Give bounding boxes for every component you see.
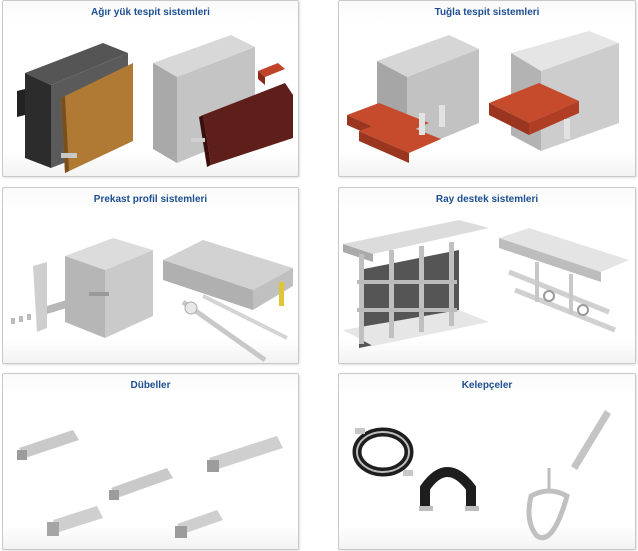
product-card-brick[interactable]: Tuğla tespit sistemleri xyxy=(338,0,636,177)
l-bracket xyxy=(33,262,47,332)
card-title[interactable]: Ray destek sistemleri xyxy=(435,194,539,205)
brick-illustration xyxy=(347,31,619,163)
heavy-load-illustration xyxy=(17,35,293,173)
red-panel xyxy=(203,83,293,165)
card-title[interactable]: Kelepçeler xyxy=(461,380,513,391)
slab xyxy=(163,240,293,290)
anchors-illustration xyxy=(17,430,283,538)
anchor-bolt xyxy=(175,510,223,538)
rail-channel xyxy=(499,228,629,272)
clamps-illustration xyxy=(352,410,611,541)
product-card-heavy-load[interactable]: Ağır yük tespit sistemleri xyxy=(2,0,299,177)
precast-illustration xyxy=(11,238,293,363)
product-card-rail-support[interactable]: Ray destek sistemleri xyxy=(338,187,636,364)
stone-top xyxy=(153,35,255,77)
bracket xyxy=(61,153,77,158)
hanger-clamp xyxy=(526,488,570,541)
block-top xyxy=(25,43,128,85)
anchor-bolt xyxy=(109,468,173,500)
product-card-precast[interactable]: Prekast profil sistemleri xyxy=(2,187,299,364)
anchor-bolt xyxy=(17,430,79,460)
wood-panel xyxy=(61,63,133,173)
anchor-bolt xyxy=(47,506,103,536)
card-title[interactable]: Prekast profil sistemleri xyxy=(93,194,208,205)
card-title[interactable]: Ağır yük tespit sistemleri xyxy=(91,7,210,18)
u-clamp xyxy=(420,467,476,508)
rail-support-illustration xyxy=(343,220,629,348)
card-title[interactable]: Dübeller xyxy=(130,380,171,391)
brick xyxy=(258,63,285,77)
anchor-bolt xyxy=(207,436,283,472)
product-card-anchors[interactable]: Dübeller xyxy=(2,373,299,550)
product-card-clamps[interactable]: Kelepçeler xyxy=(338,373,636,550)
card-title[interactable]: Tuğla tespit sistemleri xyxy=(434,7,540,18)
threaded-rod xyxy=(571,410,611,470)
block-side xyxy=(25,73,51,168)
